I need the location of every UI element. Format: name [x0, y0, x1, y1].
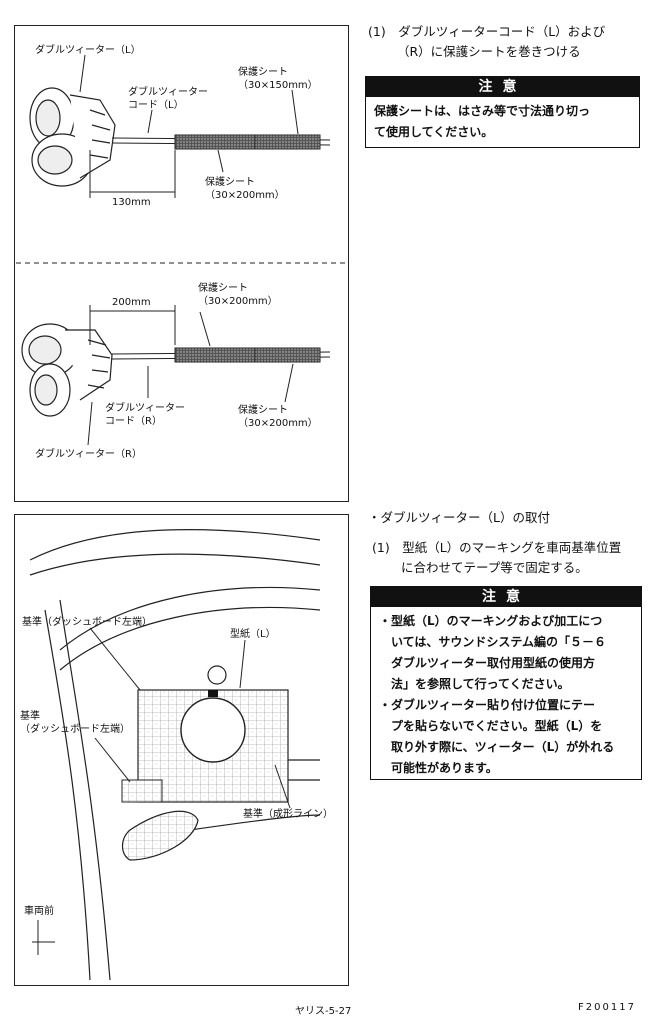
dimension-130mm: 130mm: [112, 197, 151, 208]
label-ref-dashboard-left-2: 基準 （ダッシュボード左端）: [20, 711, 130, 735]
label-sheet-200-b: 保護シート （30×200mm）: [198, 283, 278, 307]
document-code: F200117: [578, 1002, 636, 1013]
template-l-mark: [208, 690, 218, 697]
page-number: ヤリス-5-27: [295, 1006, 352, 1017]
caution-text-2: ・型紙（L）のマーキングおよび加工につ いては、サウンドシステム編の「５－６ ダ…: [379, 614, 615, 775]
label-template-l: 型紙（L）: [230, 629, 276, 640]
dimension-200mm: 200mm: [112, 297, 151, 308]
tweeter-l-drawing: [29, 87, 116, 187]
label-sheet-200-a: 保護シート （30×200mm）: [205, 177, 285, 201]
label-tweeter-r: ダブルツィーター（R）: [35, 449, 142, 460]
caution-box-1: 注意 保護シートは、はさみ等で寸法通り切っ て使用してください。: [365, 76, 640, 148]
protective-sheet-l-200: [174, 134, 256, 150]
template-l-circle: [180, 697, 246, 763]
label-sheet-200-c: 保護シート （30×200mm）: [238, 405, 318, 429]
section-title-tweeter-l-install: ・ダブルツィーター（L）の取付: [368, 510, 550, 525]
template-l-tab: [121, 779, 163, 803]
label-cord-r: ダブルツィーター コード（R）: [105, 403, 185, 427]
protective-sheet-r-200-b: [254, 347, 321, 363]
label-vehicle-front: 車両前: [24, 906, 54, 917]
label-sheet-150: 保護シート （30×150mm）: [238, 67, 318, 91]
label-ref-dashboard-left-1: 基準（ダッシュボード左端）: [22, 617, 152, 628]
leader-lines-template: [32, 627, 291, 955]
label-tweeter-l: ダブルツィーター（L）: [35, 45, 141, 56]
tweeter-r-drawing: [21, 323, 113, 417]
caution-title-2: 注意: [371, 587, 641, 607]
leader-lines-top: [79, 54, 299, 198]
caution-title-1: 注意: [366, 77, 639, 97]
step-1-fix-template: (1) 型紙（L）のマーキングを車両基準位置 に合わせてテープ等で固定する。: [372, 540, 622, 575]
label-cord-l: ダブルツィーター コード（L）: [128, 87, 208, 111]
label-ref-molding-line: 基準（成形ライン）: [243, 809, 333, 820]
protective-sheet-r-200-a: [174, 347, 256, 363]
protective-sheet-l-150: [254, 134, 321, 150]
template-figure-panel: [14, 514, 349, 986]
vent-drawing: [121, 810, 199, 861]
step-1-wrap-sheet: (1) ダブルツィーターコード（L）および （R）に保護シートを巻きつける: [368, 24, 606, 59]
caution-text-1: 保護シートは、はさみ等で寸法通り切っ て使用してください。: [374, 104, 591, 139]
leader-lines-bottom: [87, 305, 294, 446]
caution-box-2: 注意 ・型紙（L）のマーキングおよび加工につ いては、サウンドシステム編の「５－…: [370, 586, 642, 780]
